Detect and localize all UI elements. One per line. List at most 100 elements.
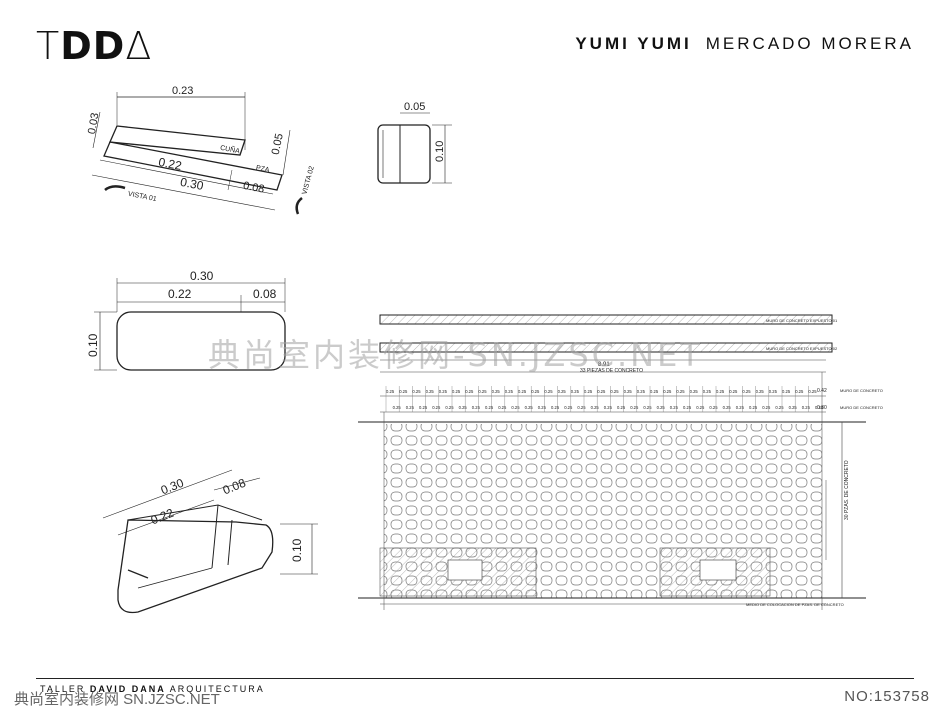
module-dimension: 0.25 [643,405,652,410]
module-dimension: 0.25 [459,405,468,410]
project-name: YUMI YUMI [575,34,692,53]
label-pza: PZA [255,165,270,175]
right-label-4: 0.30 [817,405,827,411]
module-dimension: 0.25 [472,405,481,410]
logo-t: T [36,24,61,68]
right-label-3: MURO DE CONCRETO [840,405,883,410]
detail-end-view [377,112,452,184]
beam-label-2: MURO DE CONCRETO EXPUESTO 02 [766,346,838,351]
dim-022: 0.22 [157,155,183,173]
wall-elevation [358,314,866,610]
module-dimension: 0.25 [789,405,798,410]
module-dimension: 0.25 [393,405,402,410]
module-dimension: 0.25 [531,389,540,394]
module-dimension: 0.25 [564,405,573,410]
dim-005: 0.05 [270,132,286,155]
module-dimension: 0.25 [782,389,791,394]
dim-023: 0.23 [172,85,193,97]
module-dimension: 0.25 [729,389,738,394]
detail-wedge-side [91,92,303,215]
module-dimension: 0.25 [670,405,679,410]
watermark: 典尚室内装修网-SN.JZSC.NET [208,336,703,374]
module-dimension: 0.25 [432,405,441,410]
module-dimension: 0.25 [591,405,600,410]
dim-010-end: 0.10 [434,141,446,162]
dim-030-plan: 0.30 [190,269,214,283]
module-dimension: 0.25 [723,405,732,410]
footer-watermark: 典尚室内装修网 SN.JZSC.NET [14,691,220,708]
module-dimension: 0.25 [551,405,560,410]
module-dimension: 0.25 [775,405,784,410]
module-dimension: 0.25 [808,389,817,394]
module-dimension: 0.25 [749,405,758,410]
module-dimension: 0.25 [690,389,699,394]
label-vista-02: VISTA 02 [301,165,315,195]
module-dimension: 0.25 [795,389,804,394]
studio-suffix: ARQUITECTURA [169,684,265,694]
module-dimension: 0.25 [478,389,487,394]
module-dimension: 0.25 [439,389,448,394]
module-dimension: 0.25 [637,389,646,394]
module-dimension: 0.25 [624,389,633,394]
module-dimension: 0.25 [412,389,421,394]
module-dimension: 0.25 [452,389,461,394]
module-dimension: 0.25 [511,405,520,410]
module-dimension: 0.25 [498,405,507,410]
label-vista-01: VISTA 01 [127,191,157,203]
module-dimension: 0.25 [505,389,514,394]
pieces-label: 33 PIEZAS DE CONCRETO [580,368,643,374]
dim-008-iso: 0.08 [221,476,248,498]
total-dimension: 8.91 [598,362,610,368]
studio-credit: TALLER DAVID DANA ARQUITECTURA [40,684,265,694]
module-dimension: 0.25 [492,389,501,394]
vertical-label: 30 PZAS. DE CONCRETO [844,460,850,520]
module-dimension: 0.25 [577,405,586,410]
right-label-1: MURO DE CONCRETO [840,388,883,393]
dim-010-plan: 0.10 [86,333,100,357]
module-dimension: 0.25 [584,389,593,394]
right-label-2: 0.42 [817,388,827,394]
elevation-module-ticks: 0.25 0.25 0.25 0.25 0.25 0.25 0.25 0.25 0.25 0.25… [385,386,824,412]
module-dimension: 0.25 [815,405,824,410]
dim-022-plan: 0.22 [168,287,192,301]
module-dimension: 0.25 [736,405,745,410]
module-dimension: 0.25 [571,389,580,394]
dim-003: 0.03 [86,112,102,135]
module-dimension: 0.25 [597,389,606,394]
dim-008: 0.08 [242,180,265,196]
module-dimension: 0.25 [406,405,415,410]
dim-022-iso: 0.22 [149,506,176,528]
module-dimension: 0.25 [426,389,435,394]
module-dimension: 0.25 [544,389,553,394]
dim-010-iso: 0.10 [290,538,304,562]
module-dimension: 0.25 [518,389,527,394]
dim-008-plan: 0.08 [253,287,277,301]
module-dimension: 0.25 [419,405,428,410]
module-dimension: 0.25 [610,389,619,394]
module-dimension: 0.25 [650,389,659,394]
image-number: NO:153758 [844,688,930,705]
module-dimension: 0.25 [630,405,639,410]
module-dimension: 0.25 [538,405,547,410]
dim-005-end: 0.05 [404,101,425,113]
beam-label-1: MURO DE CONCRETO EXPUESTO 01 [766,318,838,323]
detail-plan-view [94,278,286,371]
module-dimension: 0.25 [742,389,751,394]
studio-prefix: TALLER [40,684,86,694]
module-dimension: 0.25 [703,389,712,394]
module-dimension: 0.25 [465,389,474,394]
detail-isometric [102,469,318,614]
module-dimension: 0.25 [525,405,534,410]
module-dimension: 0.25 [802,405,811,410]
logo-triangle: Δ [125,24,153,68]
module-dimension: 0.25 [762,405,771,410]
module-dimension: 0.25 [716,389,725,394]
project-location: MERCADO MORERA [705,34,914,53]
module-dimension: 0.25 [386,389,395,394]
studio-name: DAVID DANA [89,684,166,694]
footer-divider [36,678,914,679]
module-dimension: 0.25 [617,405,626,410]
logo-dd: DD [60,24,126,68]
module-dimension: 0.25 [663,389,672,394]
